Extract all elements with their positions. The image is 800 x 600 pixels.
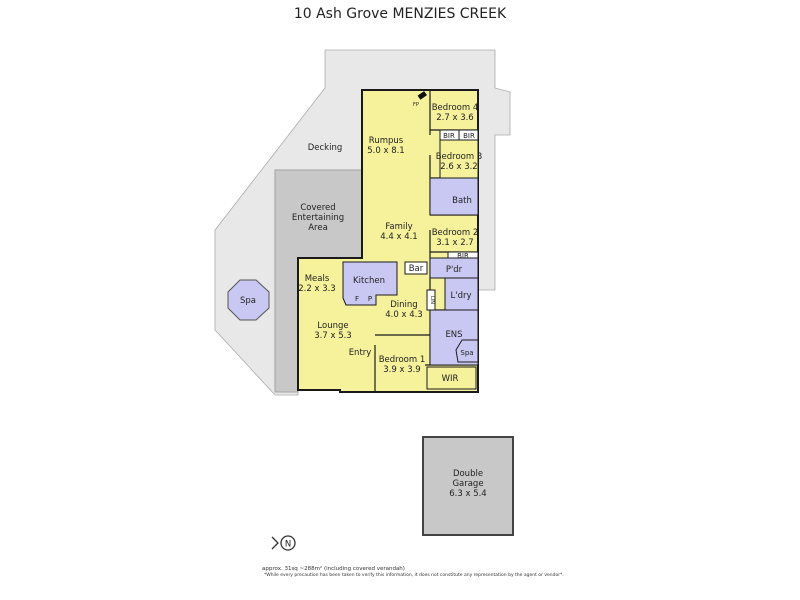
label-decking: Decking: [308, 143, 343, 153]
label-garage: Double: [453, 469, 483, 479]
wet-areas: [342, 129, 479, 390]
label-dining: Dining: [390, 300, 417, 310]
north-compass-icon: N: [271, 535, 296, 551]
label-bedroom3: Bedroom 3: [436, 152, 483, 162]
label-meals: Meals: [305, 274, 330, 284]
label-covered-2: Entertaining: [292, 213, 344, 223]
label-lounge: Lounge: [317, 321, 348, 331]
area-note: approx. 31sq ~288m² (including covered v…: [262, 566, 405, 572]
label-ens: ENS: [445, 330, 462, 340]
size-bedroom3: 2.6 x 3.2: [440, 162, 477, 172]
size-family: 4.4 x 4.1: [380, 232, 417, 242]
label-fp: FP: [413, 102, 419, 108]
label-pantry: P: [368, 295, 372, 303]
label-bedroom4: Bedroom 4: [432, 103, 479, 113]
label-ldry: L'dry: [451, 291, 472, 301]
label-bedroom1: Bedroom 1: [379, 355, 426, 365]
label-covered: Covered: [300, 203, 335, 213]
label-bedroom2: Bedroom 2: [432, 228, 479, 238]
fireplace-icon: [417, 91, 427, 100]
size-garage: 6.3 x 5.4: [449, 489, 486, 499]
disclaimer: *While every precaution has been taken t…: [264, 573, 564, 578]
size-rumpus: 5.0 x 8.1: [367, 146, 404, 156]
label-rumpus: Rumpus: [369, 136, 404, 146]
garage: [422, 436, 514, 536]
compass-label: N: [285, 540, 291, 550]
size-lounge: 3.7 x 5.3: [314, 331, 351, 341]
label-ens-spa: Spa: [460, 349, 473, 357]
label-entry: Entry: [349, 348, 372, 358]
label-kitchen: Kitchen: [353, 276, 385, 286]
size-bedroom4: 2.7 x 3.6: [436, 113, 473, 123]
label-fridge: F: [355, 295, 359, 303]
outdoor-spa: [227, 279, 270, 321]
label-bir-2: BIR: [463, 132, 475, 140]
label-bir-3: BIR: [457, 252, 469, 260]
label-bir-1: BIR: [443, 132, 455, 140]
size-dining: 4.0 x 4.3: [385, 310, 422, 320]
label-lin: LIN: [429, 296, 435, 304]
label-wir: WIR: [442, 374, 459, 384]
label-bath: Bath: [452, 196, 472, 206]
label-pdr: P'dr: [446, 265, 463, 275]
size-meals: 2.2 x 3.3: [298, 284, 335, 294]
label-covered-3: Area: [308, 223, 328, 233]
plan-title: 10 Ash Grove MENZIES CREEK: [293, 6, 507, 22]
label-family: Family: [385, 222, 412, 232]
label-outdoor-spa: Spa: [240, 296, 256, 306]
label-garage-2: Garage: [452, 479, 483, 489]
size-bedroom2: 3.1 x 2.7: [436, 238, 473, 248]
size-bedroom1: 3.9 x 3.9: [383, 365, 420, 375]
label-bar: Bar: [409, 264, 424, 274]
